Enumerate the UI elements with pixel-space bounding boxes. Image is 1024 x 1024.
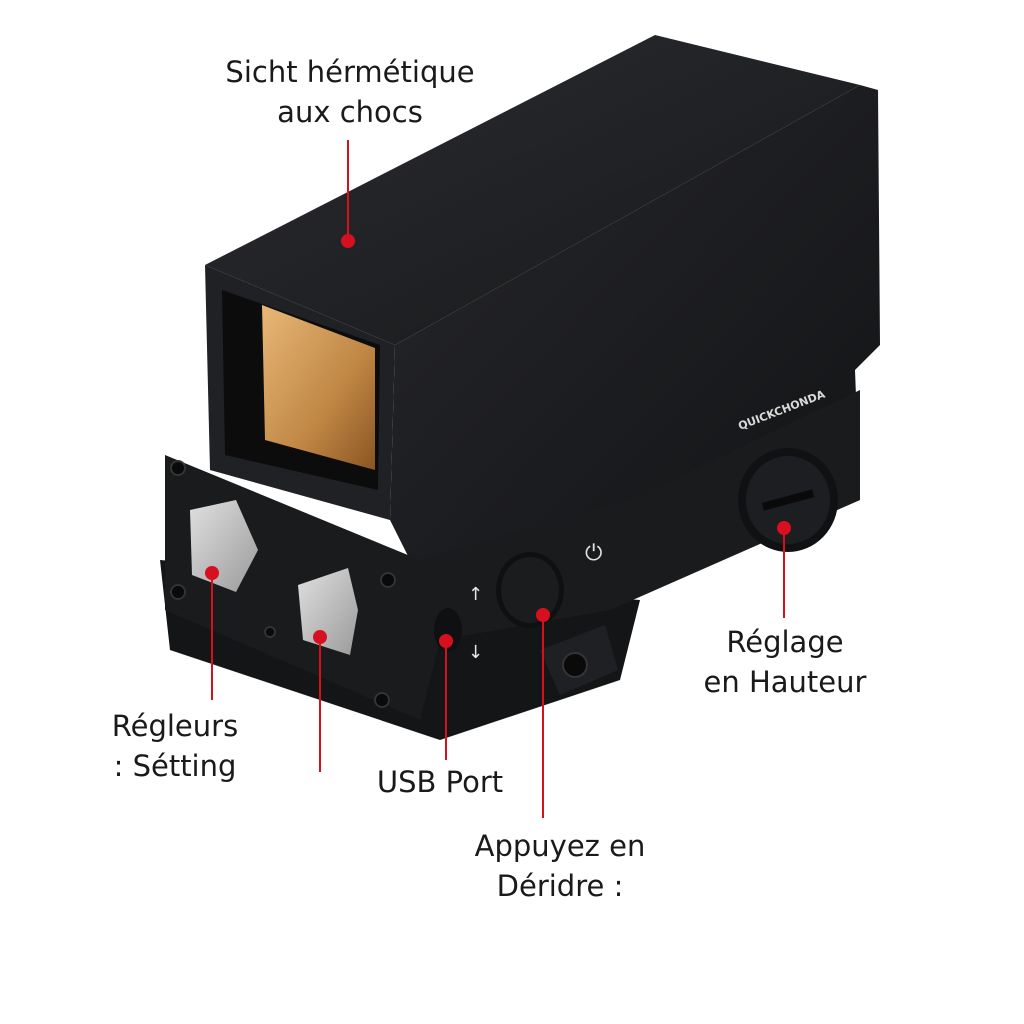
label-shock-housing-line1: Sicht hérmétique (225, 55, 475, 89)
housing-top (205, 35, 860, 345)
callout-elevation (777, 521, 791, 618)
label-elevation-line2: en Hauteur (703, 665, 867, 699)
arrow-down-icon: ↓ (468, 642, 483, 663)
label-shock-housing: Sicht hérmétique aux chocs (200, 52, 500, 132)
label-elevation-line1: Réglage (726, 625, 844, 659)
callout-setting-left (205, 566, 219, 700)
label-shock-housing-line2: aux chocs (277, 95, 423, 129)
label-press-button: Appuyez en Déridre : (450, 826, 670, 906)
lens (262, 305, 375, 470)
label-setting-buttons: Régleurs : Sétting (95, 706, 255, 786)
label-usb-line1: USB Port (376, 765, 504, 799)
screws (170, 460, 588, 708)
callout-usb (439, 634, 453, 760)
label-usb: USB Port (355, 762, 525, 802)
elevation-knob[interactable] (738, 448, 838, 552)
callout-press (536, 608, 550, 818)
label-setting-buttons-line2: : Sétting (113, 749, 237, 783)
label-elevation: Réglage en Hauteur (690, 622, 880, 702)
press-button[interactable] (496, 552, 564, 628)
callout-setting-right (313, 630, 327, 772)
arrow-up-icon: ↑ (468, 584, 483, 605)
setting-button-right[interactable] (298, 568, 358, 655)
callout-shock-housing (341, 140, 355, 248)
label-press-button-line1: Appuyez en (474, 829, 646, 863)
label-setting-buttons-line1: Régleurs (111, 709, 239, 743)
power-symbol: ⏻ (585, 541, 602, 566)
label-press-button-line2: Déridre : (496, 869, 624, 903)
